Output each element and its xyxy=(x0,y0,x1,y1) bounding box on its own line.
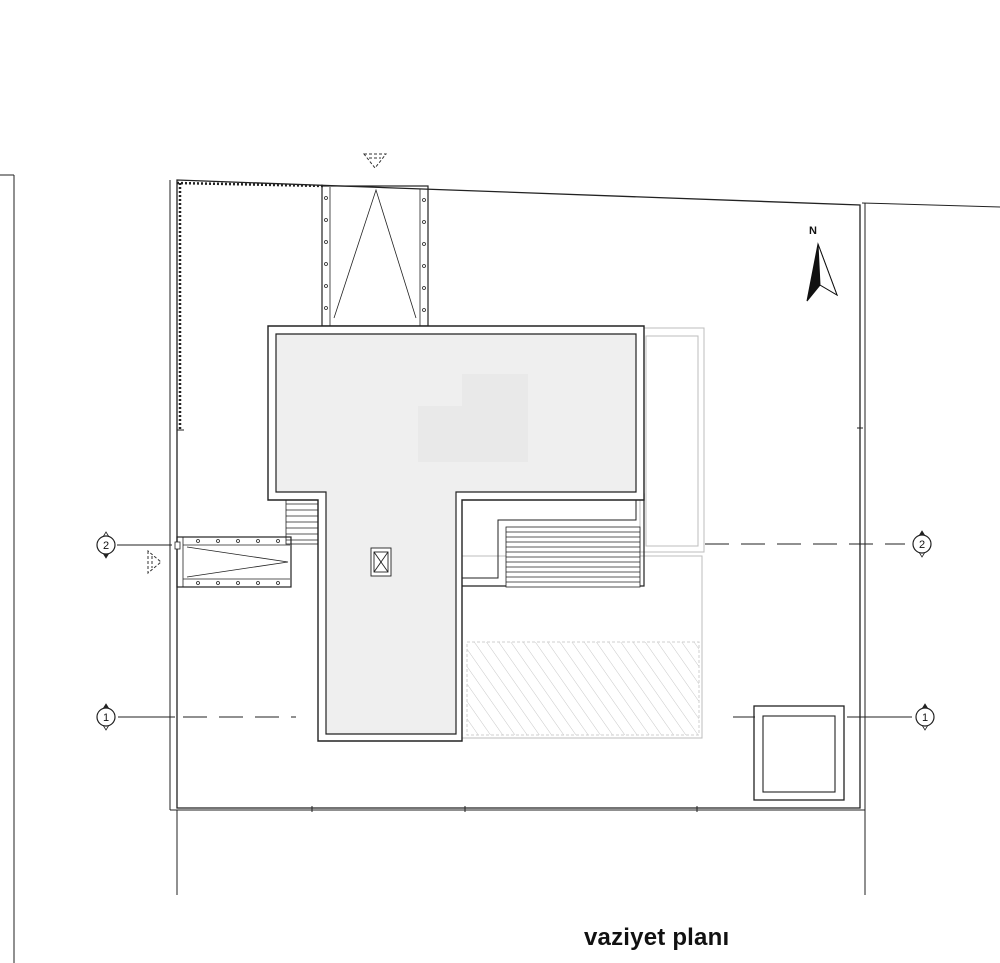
section-marker-label: 1 xyxy=(922,712,928,724)
drawing-title: vaziyet planı xyxy=(584,924,730,951)
building-roof xyxy=(267,325,645,742)
section-marker-1-right: 1 xyxy=(915,703,935,731)
north-arrow-icon: N xyxy=(806,225,838,302)
section-marker-label: 2 xyxy=(103,540,109,552)
section-marker-label: 1 xyxy=(103,712,109,724)
section-marker-1-left: 1 xyxy=(96,703,116,731)
west-entrance-bridge xyxy=(174,536,292,588)
north-entrance-ramp xyxy=(321,185,429,327)
entrance-arrow-left-icon xyxy=(147,549,162,575)
entrance-arrow-top-icon xyxy=(362,153,388,169)
neighbour-lines xyxy=(0,174,1000,963)
section-marker-2-right: 2 xyxy=(912,530,932,558)
section-marker-label: 2 xyxy=(919,539,925,551)
north-label: N xyxy=(809,225,817,237)
garden-hatch-area xyxy=(466,641,700,736)
skylight-icon xyxy=(370,547,392,577)
section-marker-2-left: 2 xyxy=(96,531,116,559)
site-boundary xyxy=(169,179,865,812)
terrace-decking xyxy=(505,526,641,588)
section-line-2 xyxy=(117,543,905,546)
square-structure xyxy=(753,705,845,801)
